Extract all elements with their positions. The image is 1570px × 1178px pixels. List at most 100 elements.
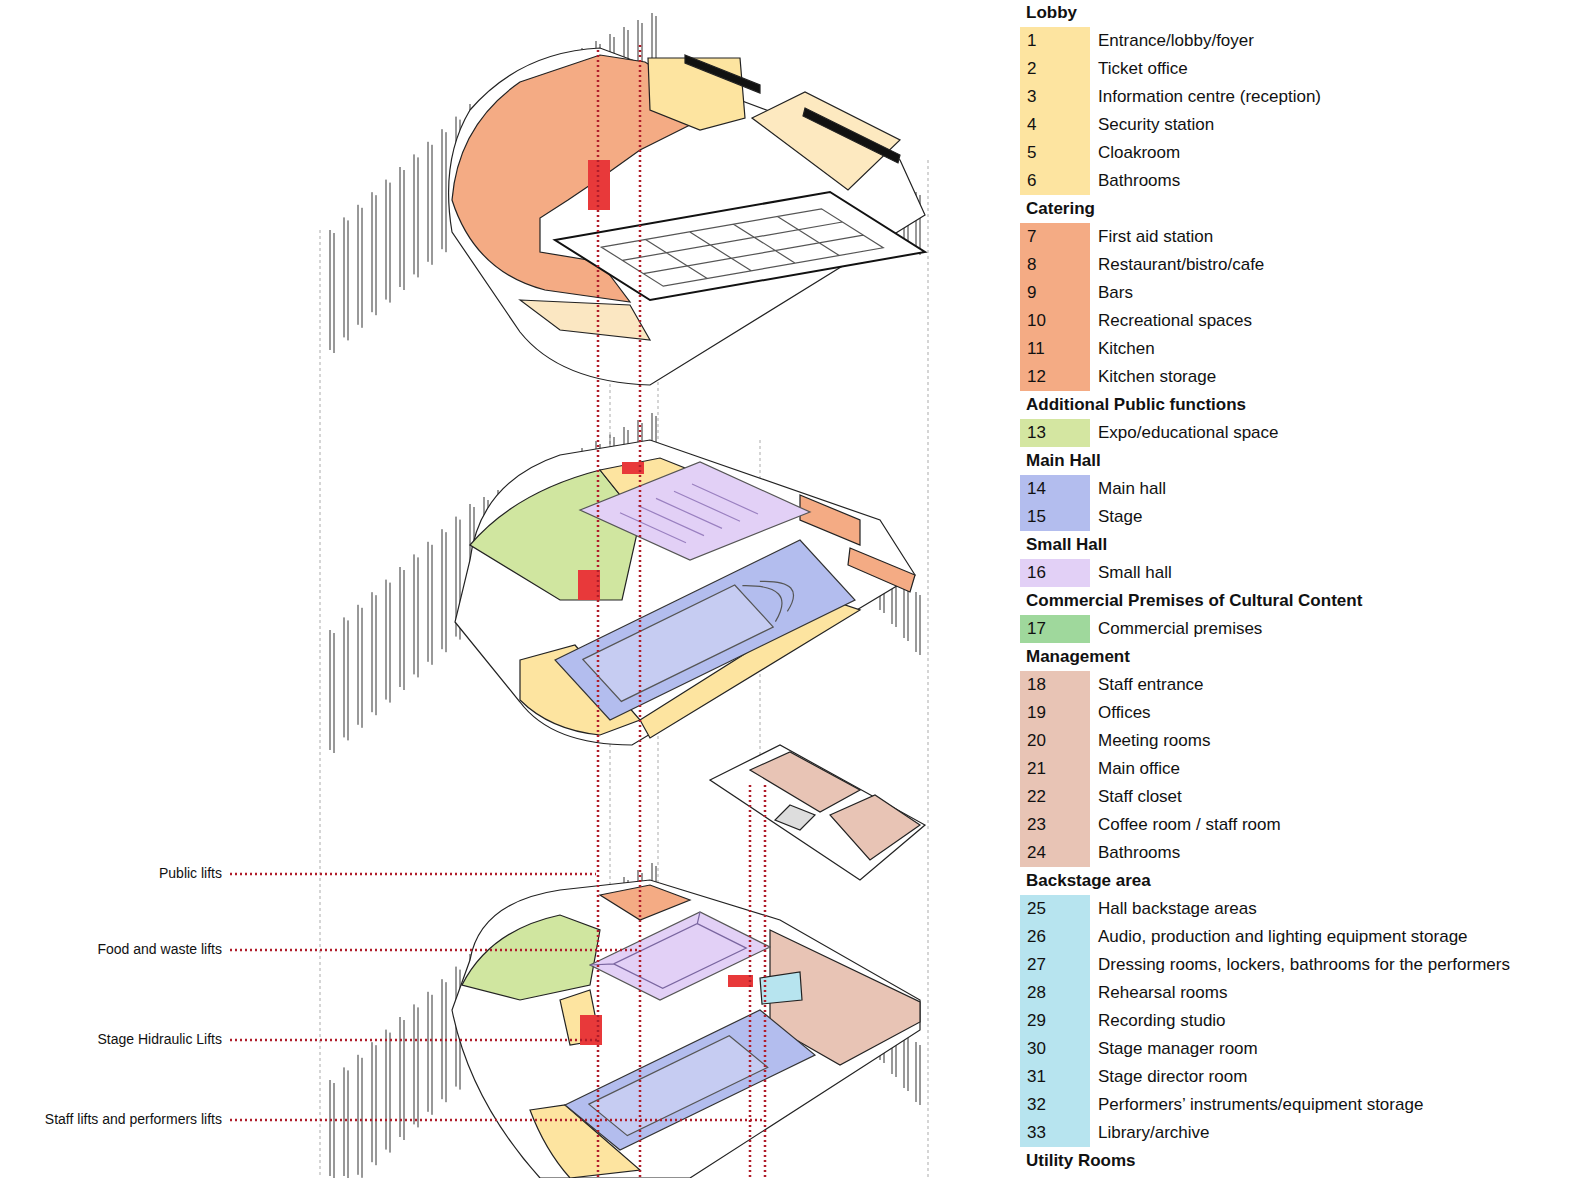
legend-heading: Additional Public functions (1026, 391, 1246, 419)
legend-number: 8 (1027, 251, 1036, 279)
facade-fin (372, 592, 376, 715)
facade-fin (916, 592, 920, 655)
facade-fin (330, 1080, 334, 1178)
legend-number: 13 (1027, 419, 1046, 447)
projection-lines (320, 120, 928, 1178)
legend-heading: Lobby (1026, 0, 1077, 27)
plan-shape (752, 92, 900, 190)
legend-number: 31 (1027, 1063, 1046, 1091)
legend-number: 30 (1027, 1035, 1046, 1063)
plan-shape (520, 300, 650, 340)
legend-number: 25 (1027, 895, 1046, 923)
legend-number: 33 (1027, 1119, 1046, 1147)
facade-fin (344, 617, 348, 740)
plan-shape (583, 585, 773, 701)
facade-fin (442, 129, 446, 252)
legend-text: Recreational spaces (1098, 307, 1252, 335)
legend-heading: Backstage area (1026, 867, 1151, 895)
legend-number: 3 (1027, 83, 1036, 111)
legend-text: Stage manager room (1098, 1035, 1258, 1063)
callout-label: Food and waste lifts (95, 940, 224, 958)
plan-shape (622, 462, 644, 474)
callout-label: Public lifts (157, 864, 224, 882)
facade-fin (428, 142, 432, 265)
facade-fin (330, 630, 334, 753)
legend-text: Coffee room / staff room (1098, 811, 1281, 839)
legend-number: 23 (1027, 811, 1046, 839)
legend-text: Expo/educational space (1098, 419, 1279, 447)
facade-fin (358, 605, 362, 728)
facade-fin (414, 554, 418, 677)
plan-shape (320, 120, 928, 1178)
legend-number: 11 (1027, 335, 1045, 363)
facade-fin (400, 167, 404, 290)
middle-floor (455, 440, 915, 745)
facade-fin (372, 1042, 376, 1165)
plan-shape (848, 548, 915, 592)
facade-fin (442, 529, 446, 652)
legend-number: 12 (1027, 363, 1046, 391)
plan-shape (620, 484, 758, 543)
legend-text: Main hall (1098, 475, 1166, 503)
plan-shape (760, 972, 802, 1004)
legend-number: 14 (1027, 475, 1046, 503)
management-floor (710, 745, 925, 880)
legend-text: Entrance/lobby/foyer (1098, 27, 1254, 55)
legend-number: 24 (1027, 839, 1046, 867)
facade-fin (372, 192, 376, 315)
plan-shape (590, 912, 760, 995)
legend-number: 6 (1027, 167, 1036, 195)
legend-heading: Catering (1026, 195, 1095, 223)
legend-text: Meeting rooms (1098, 727, 1210, 755)
legend-number: 27 (1027, 951, 1046, 979)
plan-shape (230, 874, 763, 1120)
facade-fin (414, 154, 418, 277)
legend-number: 20 (1027, 727, 1046, 755)
legend-heading: Main Hall (1026, 447, 1101, 475)
facade-fin (344, 217, 348, 340)
legend-text: Security station (1098, 111, 1214, 139)
legend-text: Hall backstage areas (1098, 895, 1257, 923)
legend-number: 15 (1027, 503, 1046, 531)
legend-text: Restaurant/bistro/cafe (1098, 251, 1264, 279)
plan-shape (452, 880, 920, 1178)
plan-shape (803, 108, 900, 163)
legend-text: Cloakroom (1098, 139, 1180, 167)
legend-heading: Utility Rooms (1026, 1147, 1136, 1175)
plan-shape (602, 209, 884, 286)
plan-shape (742, 570, 807, 622)
legend-number: 18 (1027, 671, 1046, 699)
legend-text: Kitchen storage (1098, 363, 1216, 391)
legend-heading: Commercial Premises of Cultural Content (1026, 587, 1362, 615)
facade-fin (386, 180, 390, 303)
plan-shape (580, 462, 810, 560)
plan-shape (578, 570, 600, 600)
plan-shape (555, 540, 855, 720)
legend-text: Stage director room (1098, 1063, 1247, 1091)
ground-floor (452, 880, 920, 1178)
legend-number: 21 (1027, 755, 1046, 783)
facade-fin (400, 1017, 404, 1140)
legend-number: 32 (1027, 1091, 1046, 1119)
plan-shape (800, 495, 860, 545)
plan-shape (555, 540, 855, 720)
legend-text: Information centre (reception) (1098, 83, 1321, 111)
legend-number: 10 (1027, 307, 1046, 335)
legend-text: Bathrooms (1098, 839, 1180, 867)
plan-shape (685, 55, 760, 93)
legend-text: Small hall (1098, 559, 1172, 587)
legend-text: First aid station (1098, 223, 1213, 251)
top-floor (449, 48, 925, 385)
legend-number: 4 (1027, 111, 1036, 139)
lift-lines (230, 45, 765, 1178)
plan-shape (590, 912, 770, 1000)
legend-text: Kitchen (1098, 335, 1155, 363)
legend-number: 2 (1027, 55, 1036, 83)
callout-label: Stage Hidraulic Lifts (95, 1030, 224, 1048)
legend-number: 26 (1027, 923, 1046, 951)
legend-text: Commercial premises (1098, 615, 1262, 643)
facade-fin (428, 992, 432, 1115)
legend-number: 19 (1027, 699, 1046, 727)
facade-fin (330, 230, 334, 353)
